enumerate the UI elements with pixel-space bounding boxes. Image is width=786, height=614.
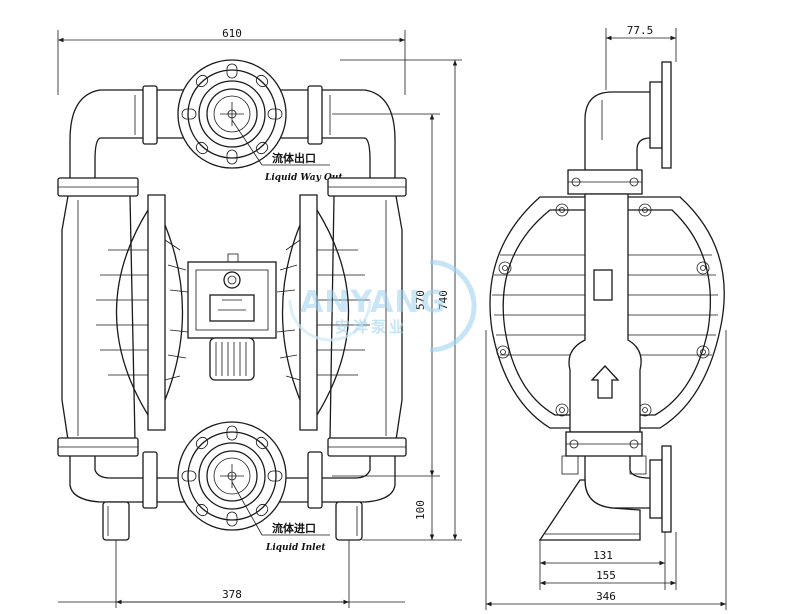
- side-center-body: [568, 193, 642, 433]
- dim-740-label: 740: [437, 290, 450, 310]
- side-view: 77.5: [485, 24, 727, 610]
- dim-front-base: 378: [58, 540, 405, 608]
- front-view: 610: [57, 27, 462, 608]
- air-valve: [187, 253, 277, 381]
- side-pipes: [61, 195, 403, 441]
- dim-155-label: 155: [596, 569, 616, 582]
- dim-378-label: 378: [222, 588, 242, 601]
- inlet-flange: [177, 421, 287, 531]
- inlet-label-en: Liquid Inlet: [265, 543, 326, 553]
- side-inlet: [538, 445, 672, 541]
- dim-100-label: 100: [414, 500, 427, 520]
- dim-131-label: 131: [593, 549, 613, 562]
- dim-front-width: 610: [57, 27, 406, 95]
- lower-manifold: [69, 451, 396, 541]
- side-outlet: [567, 61, 672, 195]
- outlet-flange: [177, 59, 287, 169]
- watermark-brand: ANYANG: [300, 285, 446, 320]
- dim-side-base: 131 155 346: [485, 330, 727, 610]
- outlet-callout: 流体出口 Liquid Way Out: [231, 119, 343, 183]
- inlet-label-cn: 流体进口: [272, 521, 316, 535]
- outlet-label-en: Liquid Way Out: [264, 173, 343, 183]
- dim-610-label: 610: [222, 27, 242, 40]
- upper-manifold: [69, 85, 396, 180]
- left-chamber: [96, 194, 189, 431]
- lower-collars: [57, 437, 407, 457]
- outlet-label-cn: 流体出口: [272, 151, 316, 165]
- dim-77-5-label: 77.5: [627, 24, 654, 37]
- dim-side-top: 77.5: [605, 24, 677, 90]
- dim-front-heights: 570 740 100: [332, 59, 462, 541]
- left-upper-collar: [57, 177, 407, 197]
- dim-346-label: 346: [596, 590, 616, 603]
- inlet-callout: 流体进口 Liquid Inlet: [231, 481, 330, 553]
- watermark: ANYANG 安洋泵业: [288, 259, 477, 353]
- watermark-brand-cn: 安洋泵业: [335, 318, 407, 336]
- side-lower-collar: [561, 431, 647, 475]
- dim-570-label: 570: [414, 290, 427, 310]
- right-chamber: [276, 194, 370, 431]
